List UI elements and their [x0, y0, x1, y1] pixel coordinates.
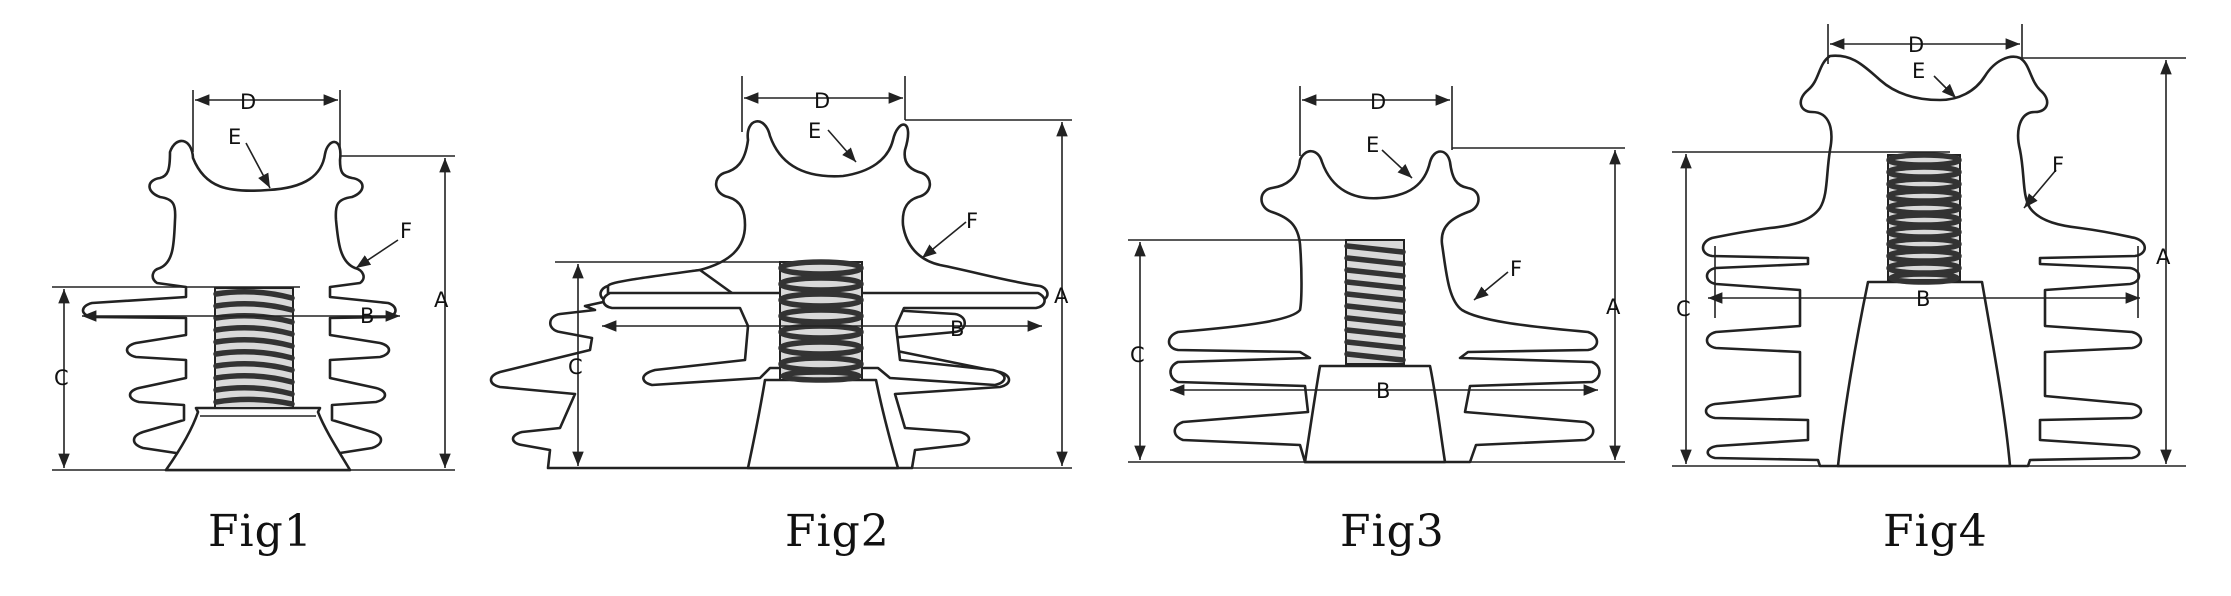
fig4-label-d: D: [1908, 33, 1924, 57]
fig2-label-e: E: [808, 119, 821, 143]
fig3-caption: Fig3: [1340, 506, 1445, 557]
fig3-label-a: A: [1606, 295, 1621, 319]
fig3-label-e: E: [1366, 133, 1379, 157]
fig2-caption: Fig2: [785, 506, 890, 557]
fig2-label-d: D: [814, 89, 830, 113]
fig1-caption: Fig1: [208, 506, 313, 557]
fig1-dimensions: [52, 90, 455, 471]
fig2-base: [746, 378, 900, 470]
fig2-label-f: F: [966, 209, 978, 233]
fig3-label-c: C: [1130, 343, 1145, 367]
fig1-label-a: A: [434, 288, 449, 312]
fig3-base: [1303, 364, 1447, 464]
fig3-label-b: B: [1376, 379, 1390, 403]
fig4-label-c: C: [1676, 297, 1691, 321]
fig3-label-f: F: [1510, 257, 1522, 281]
fig2-label-c: C: [568, 355, 583, 379]
fig4-label-e: E: [1912, 59, 1925, 83]
fig1-label-f: F: [400, 219, 412, 243]
fig4-label-f: F: [2052, 153, 2064, 177]
fig3-dimensions: [1128, 86, 1625, 463]
fig1-label-b: B: [360, 304, 374, 328]
figure-4: D E F B A C Fig4: [1672, 24, 2186, 557]
fig2-label-b: B: [950, 317, 964, 341]
fig1-label-d: D: [240, 90, 256, 114]
figure-2: D E F B A C Fig2: [489, 76, 1072, 557]
fig4-label-a: A: [2156, 245, 2171, 269]
fig2-label-a: A: [1054, 284, 1069, 308]
fig1-label-e: E: [228, 125, 241, 149]
fig4-dimensions: [1672, 24, 2186, 467]
fig3-thread: [1344, 243, 1406, 363]
figure-3: D E F B A C Fig3: [1128, 86, 1625, 557]
fig3-label-d: D: [1370, 90, 1386, 114]
fig1-label-c: C: [54, 366, 69, 390]
fig4-label-b: B: [1916, 287, 1930, 311]
fig4-caption: Fig4: [1883, 506, 1988, 557]
fig2-dimensions: [555, 76, 1072, 469]
fig4-thread: [1886, 152, 1962, 285]
figure-1: D E F B A C Fig1: [52, 90, 455, 557]
